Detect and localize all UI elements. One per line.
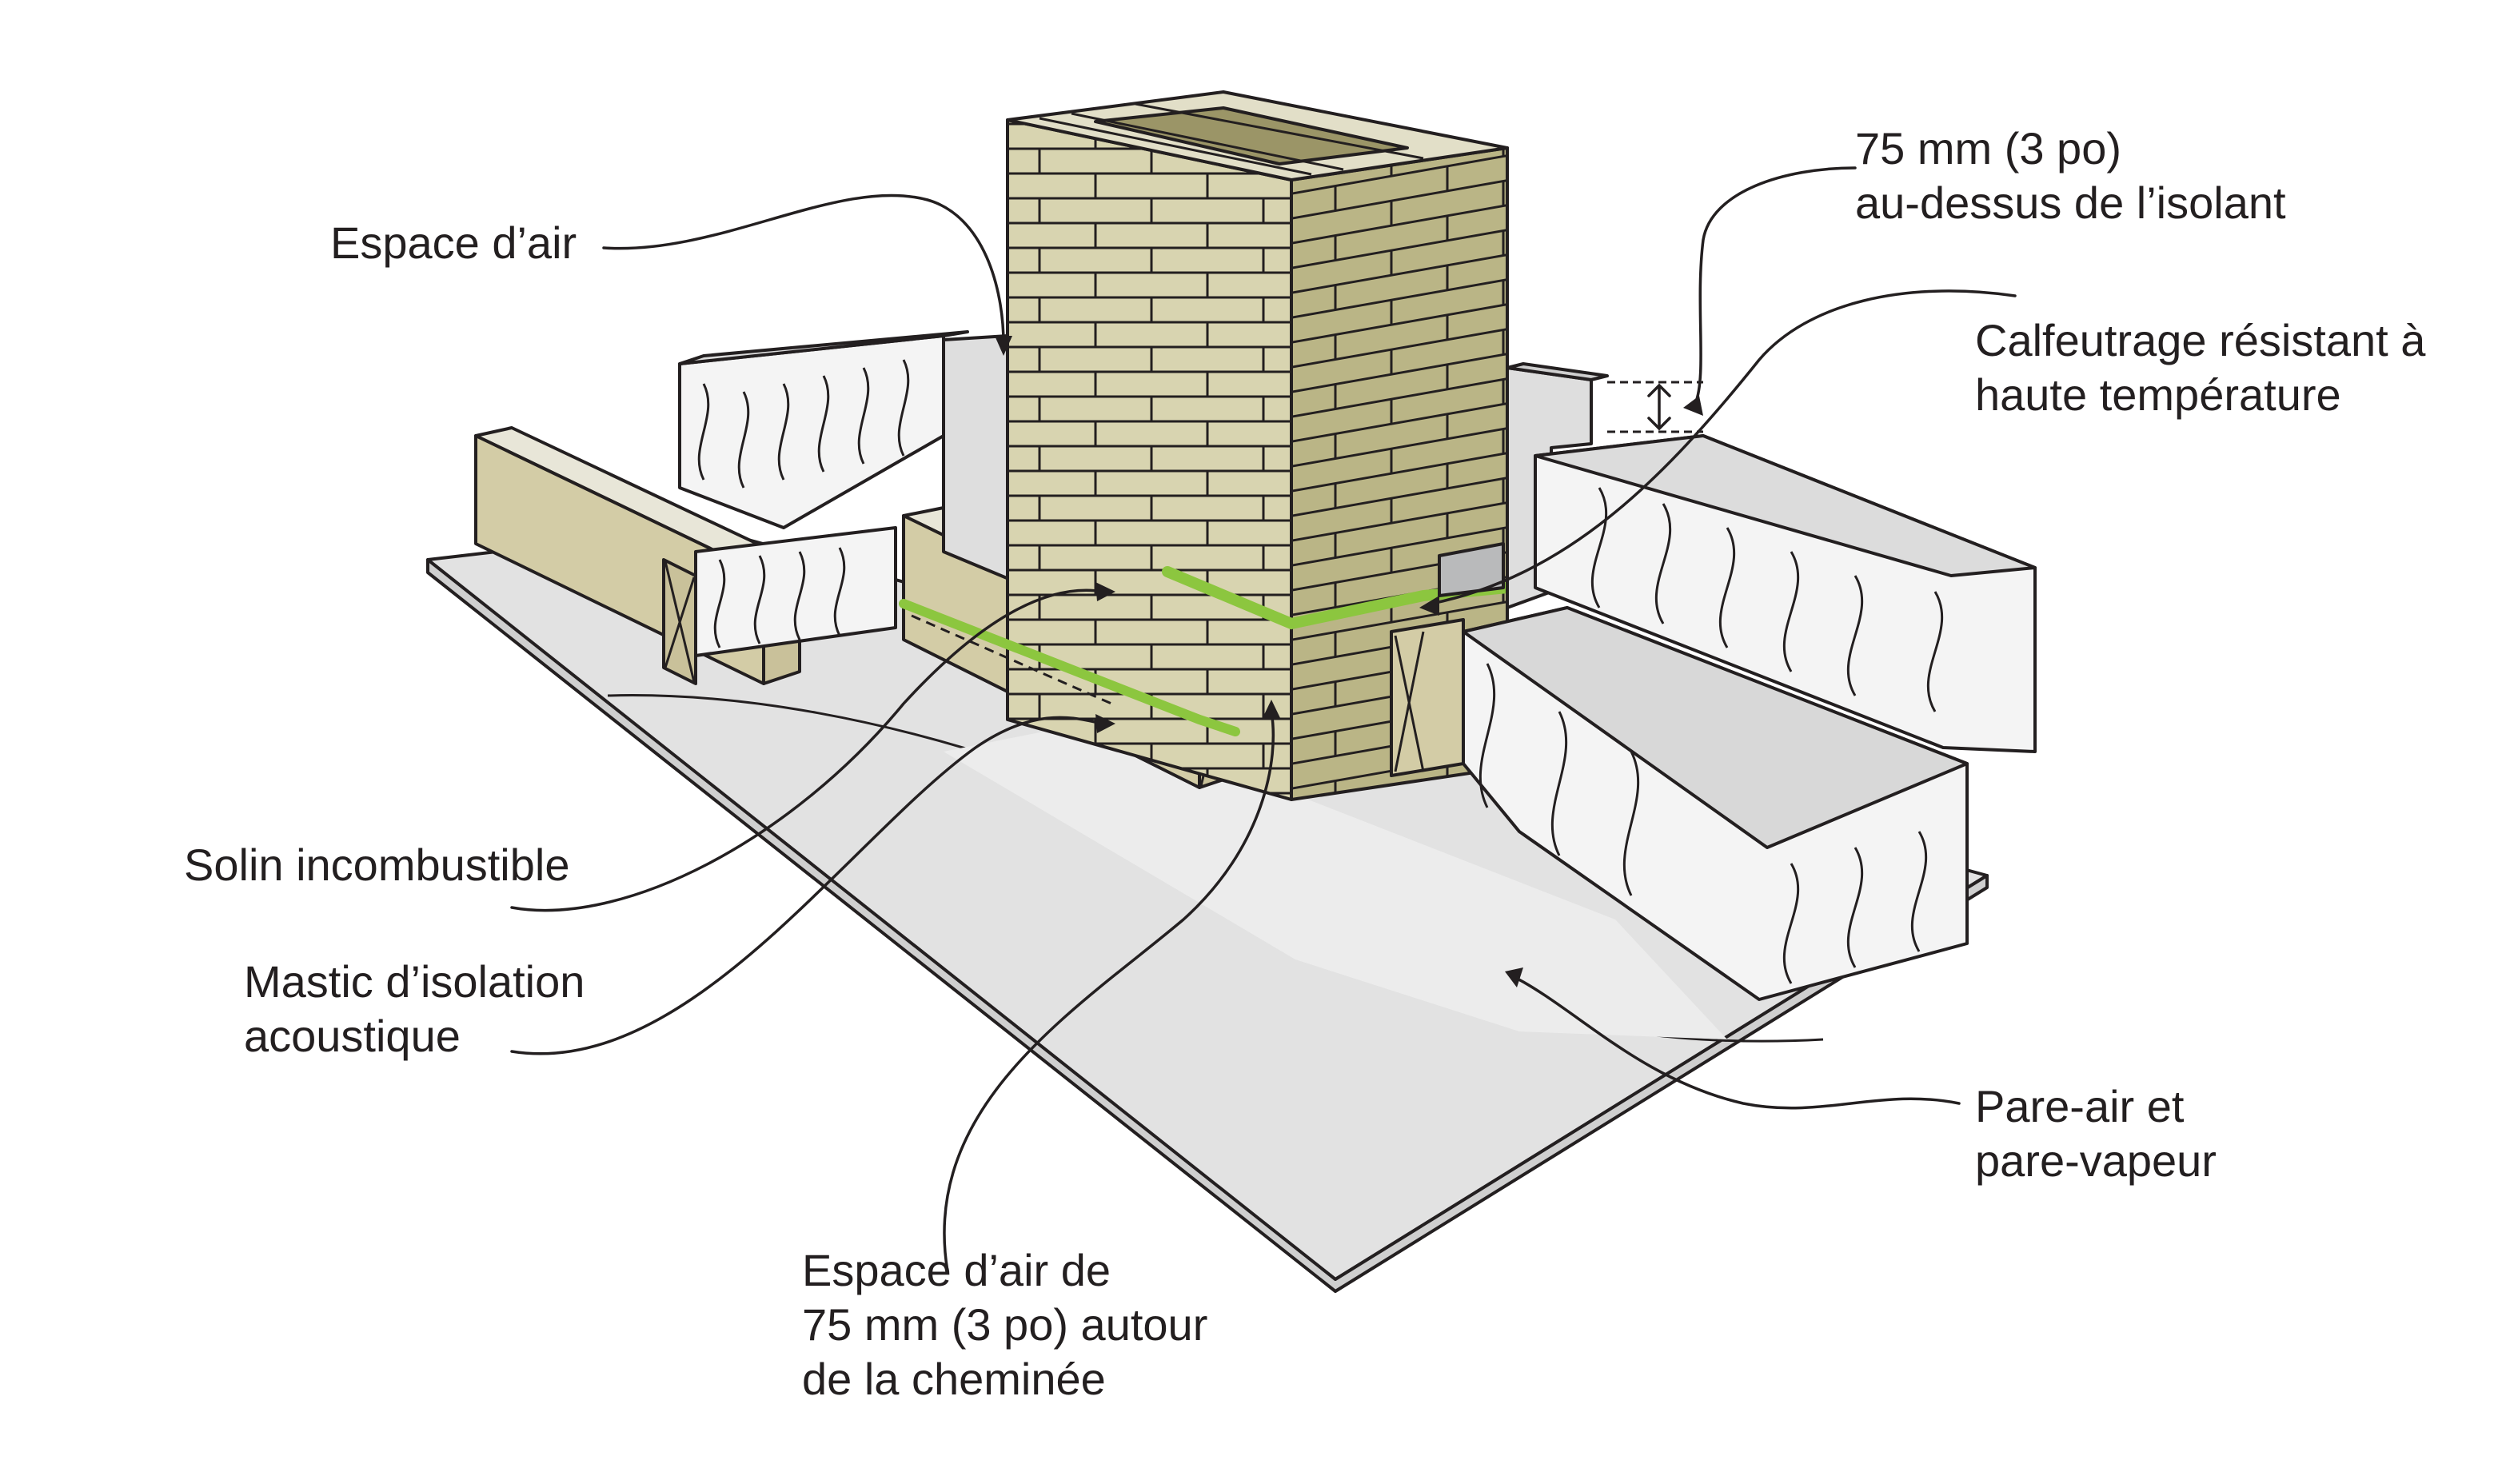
label-clearance: 75 mm (3 po) au-dessus de l’isolant — [1855, 122, 2286, 230]
label-clearance-line1: 75 mm (3 po) — [1855, 123, 2121, 174]
label-barrier-line2: pare-vapeur — [1975, 1135, 2217, 1186]
label-flashing-text: Solin incombustible — [184, 840, 570, 890]
insulation-batt-left-front — [694, 526, 897, 657]
label-air-space-text: Espace d’air — [330, 217, 577, 268]
vapour-barrier-fill — [944, 720, 1727, 1039]
label-sealant: Mastic d’isolation acoustique — [244, 955, 585, 1063]
label-caulk-line2: haute température — [1975, 369, 2341, 420]
label-chimney-gap-line3: de la cheminée — [802, 1354, 1106, 1404]
insulation-batt-left-back — [678, 330, 969, 529]
label-sealant-line1: Mastic d’isolation — [244, 956, 585, 1007]
insulation-batt-right-front — [1462, 606, 1969, 1001]
label-barrier-line1: Pare-air et — [1975, 1081, 2185, 1131]
label-chimney-gap-line2: 75 mm (3 po) autour — [802, 1299, 1208, 1350]
label-caulk: Calfeutrage résistant à haute températur… — [1975, 313, 2425, 422]
joist-right-stub — [1390, 618, 1465, 777]
label-clearance-line2: au-dessus de l’isolant — [1855, 178, 2286, 228]
clearance-marker — [1607, 381, 1703, 433]
label-caulk-line1: Calfeutrage résistant à — [1975, 315, 2426, 365]
label-flashing: Solin incombustible — [184, 838, 569, 892]
label-sealant-line2: acoustique — [244, 1011, 461, 1061]
label-chimney-gap: Espace d’air de 75 mm (3 po) autour de l… — [802, 1243, 1207, 1406]
joist-left-outer — [474, 426, 801, 685]
leader-lines — [510, 166, 2017, 1273]
label-chimney-gap-line1: Espace d’air de — [802, 1245, 1111, 1295]
label-barrier: Pare-air et pare-vapeur — [1975, 1079, 2217, 1188]
label-air-space: Espace d’air — [330, 216, 577, 270]
arrowheads — [995, 336, 1703, 987]
